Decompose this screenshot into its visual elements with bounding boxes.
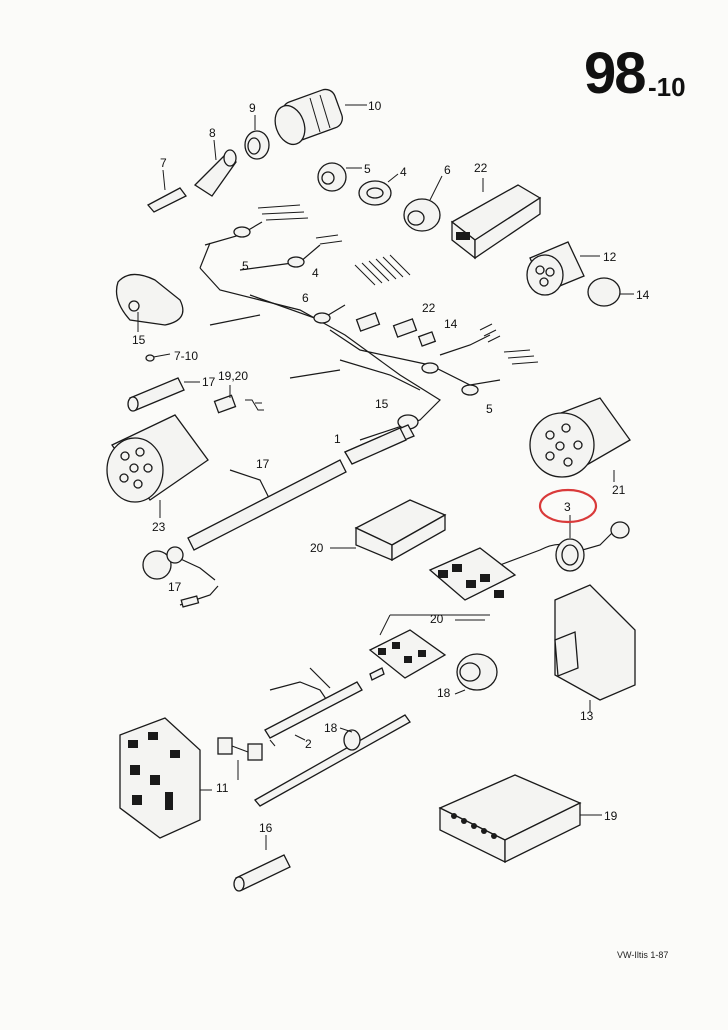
label-3: 3 bbox=[564, 500, 571, 514]
label-7-10: 7-10 bbox=[174, 349, 198, 363]
part-18-grommet[interactable] bbox=[454, 653, 498, 695]
label-6a: 6 bbox=[444, 163, 451, 177]
part-20-lower-terminal-block[interactable] bbox=[368, 629, 447, 681]
part-12-grommet[interactable] bbox=[526, 241, 600, 296]
part-20-terminal-block[interactable] bbox=[428, 547, 517, 601]
label-22b: 22 bbox=[422, 301, 436, 315]
label-23: 23 bbox=[152, 520, 166, 534]
footer-reference: VW-Iltis 1-87 bbox=[617, 950, 669, 960]
label-15a: 15 bbox=[132, 333, 146, 347]
label-22a: 22 bbox=[474, 161, 488, 175]
label-21: 21 bbox=[612, 483, 626, 497]
label-16: 16 bbox=[259, 821, 273, 835]
part-6-cap[interactable] bbox=[403, 175, 443, 232]
label-5c: 5 bbox=[486, 402, 493, 416]
label-14b: 14 bbox=[444, 317, 458, 331]
page-subsection: -10 bbox=[648, 72, 686, 102]
label-10: 10 bbox=[368, 99, 382, 113]
label-18a: 18 bbox=[437, 686, 451, 700]
fuse-box[interactable] bbox=[119, 717, 212, 839]
label-1: 1 bbox=[334, 432, 341, 446]
part-1-harness-tube[interactable] bbox=[344, 427, 407, 465]
label-13: 13 bbox=[580, 709, 594, 723]
part-22-lower-connectors[interactable] bbox=[355, 312, 437, 347]
label-12: 12 bbox=[603, 250, 617, 264]
part-17-sleeve[interactable] bbox=[127, 377, 200, 412]
part-10-connector[interactable] bbox=[270, 87, 367, 149]
part-7-terminal[interactable] bbox=[146, 169, 187, 213]
label-4a: 4 bbox=[400, 165, 407, 179]
part-21-round-connector[interactable] bbox=[529, 397, 631, 482]
label-17b: 17 bbox=[256, 457, 270, 471]
page-number: 98 bbox=[584, 41, 646, 106]
label-11: 11 bbox=[216, 781, 229, 795]
part-23-round-connector[interactable] bbox=[106, 414, 209, 518]
label-17c: 17 bbox=[168, 580, 182, 594]
label-15b: 15 bbox=[375, 397, 389, 411]
part-22-connector-housing[interactable] bbox=[450, 178, 542, 260]
part-4-grommet[interactable] bbox=[358, 173, 399, 206]
part-11-connectors[interactable] bbox=[217, 737, 276, 780]
part-20-connector-housing[interactable] bbox=[330, 499, 447, 562]
harness-18-rod[interactable] bbox=[254, 714, 411, 807]
label-4b: 4 bbox=[312, 266, 319, 280]
label-20b: 20 bbox=[430, 612, 444, 626]
highlight-circle bbox=[538, 488, 598, 524]
part-19-20-connectors[interactable] bbox=[213, 385, 264, 414]
part-5-grommet[interactable] bbox=[317, 162, 362, 192]
label-18b: 18 bbox=[324, 721, 338, 735]
part-14-grommet[interactable] bbox=[587, 277, 634, 307]
label-5b: 5 bbox=[242, 259, 249, 273]
harness-2[interactable] bbox=[264, 667, 363, 741]
part-13-bracket[interactable] bbox=[554, 584, 636, 712]
label-8: 8 bbox=[209, 126, 216, 140]
part-19-control-module[interactable] bbox=[438, 774, 602, 864]
label-2: 2 bbox=[305, 737, 312, 751]
label-14a: 14 bbox=[636, 288, 650, 302]
part-7-10-pin[interactable] bbox=[145, 353, 171, 362]
label-7: 7 bbox=[160, 156, 167, 170]
label-6b: 6 bbox=[302, 291, 309, 305]
harness-17-branch[interactable] bbox=[142, 459, 347, 608]
leader-20-lower bbox=[379, 614, 490, 636]
label-19-20: 19,20 bbox=[218, 369, 248, 383]
label-9: 9 bbox=[249, 101, 256, 115]
label-20a: 20 bbox=[310, 541, 324, 555]
label-19: 19 bbox=[604, 809, 618, 823]
part-9-grommet[interactable] bbox=[244, 115, 270, 160]
part-15-cover[interactable] bbox=[115, 273, 184, 332]
part-3-coil-wire[interactable] bbox=[499, 515, 630, 572]
callout-labels: 10 9 8 7 5 4 6 22 12 14 5 4 15 7-10 6 22… bbox=[132, 99, 650, 835]
label-17a: 17 bbox=[202, 375, 216, 389]
part-8-boot[interactable] bbox=[193, 139, 237, 197]
label-5a: 5 bbox=[364, 162, 371, 176]
part-16-sleeve[interactable] bbox=[233, 835, 291, 892]
